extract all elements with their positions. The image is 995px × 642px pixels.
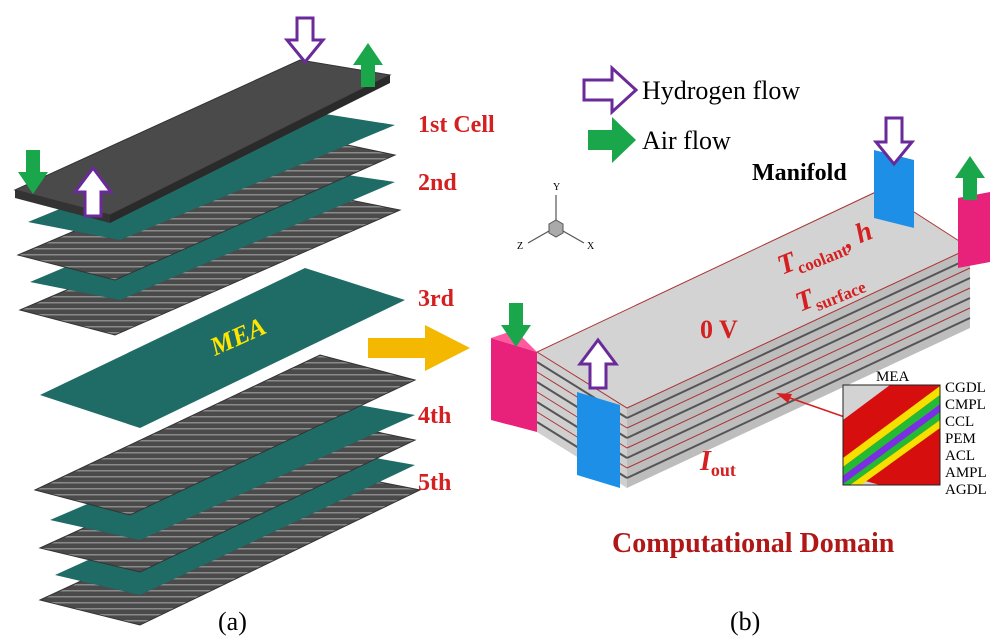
panel-a-caption: (a) bbox=[218, 607, 247, 636]
panel-b-caption: (b) bbox=[730, 607, 760, 636]
current-sub: out bbox=[711, 460, 736, 480]
manifold-right-pink bbox=[958, 192, 990, 268]
air-legend-label: Air flow bbox=[642, 126, 731, 155]
plate-1-edge-right bbox=[110, 75, 390, 223]
layer-label: CCL bbox=[945, 414, 974, 430]
transition-arrow bbox=[368, 325, 470, 371]
layer-label: CMPL bbox=[945, 397, 986, 413]
hydrogen-arrow-top bbox=[283, 16, 327, 65]
current-label: Iout bbox=[699, 446, 736, 480]
mea-center bbox=[40, 268, 405, 428]
hydrogen-arrow-domain-top bbox=[872, 116, 916, 167]
computational-domain bbox=[535, 189, 972, 488]
hydrogen-legend-icon bbox=[582, 64, 639, 116]
air-legend-icon bbox=[588, 117, 636, 163]
inset-pointer-head bbox=[776, 393, 792, 403]
exploded-stack bbox=[13, 59, 422, 626]
air-arrow-top bbox=[353, 43, 383, 87]
axis-y-label: Y bbox=[553, 182, 560, 193]
hydrogen-arrow-left bbox=[72, 165, 114, 218]
layer-label: AMPL bbox=[945, 465, 987, 481]
axis-triad: Y X Z bbox=[517, 182, 595, 252]
cell-label-5th: 5th bbox=[418, 470, 451, 496]
domain-title: Computational Domain bbox=[612, 528, 895, 559]
air-arrow-left bbox=[18, 150, 48, 194]
manifold-left-pink bbox=[491, 330, 537, 432]
manifold-top-blue bbox=[874, 150, 914, 228]
layer-inset bbox=[842, 384, 941, 486]
cell-label-4th: 4th bbox=[418, 403, 451, 429]
inset-mea-label: MEA bbox=[876, 369, 910, 385]
cell-label-2nd: 2nd bbox=[418, 170, 457, 196]
manifold-label: Manifold bbox=[752, 160, 847, 186]
voltage-label: 0 V bbox=[700, 315, 738, 344]
manifold-left-blue bbox=[577, 392, 620, 488]
hydrogen-arrow-domain-left bbox=[577, 337, 619, 390]
air-arrow-domain-right bbox=[955, 156, 985, 200]
layer-label: PEM bbox=[945, 431, 976, 447]
layer-label-list: CGDL CMPL CCL PEM ACL AMPL AGDL bbox=[945, 380, 987, 498]
axis-z-label: Z bbox=[517, 241, 523, 252]
air-arrow-domain-left bbox=[501, 303, 531, 347]
cell-label-3rd: 3rd bbox=[418, 286, 455, 312]
axis-x-label: X bbox=[587, 241, 595, 252]
plate-4 bbox=[33, 354, 417, 516]
layer-label: CGDL bbox=[945, 380, 986, 396]
hydrogen-legend-label: Hydrogen flow bbox=[642, 76, 800, 105]
layer-label: AGDL bbox=[945, 482, 987, 498]
cell-label-1st: 1st Cell bbox=[418, 112, 495, 138]
layer-label: ACL bbox=[945, 448, 975, 464]
current-I: I bbox=[699, 446, 712, 477]
